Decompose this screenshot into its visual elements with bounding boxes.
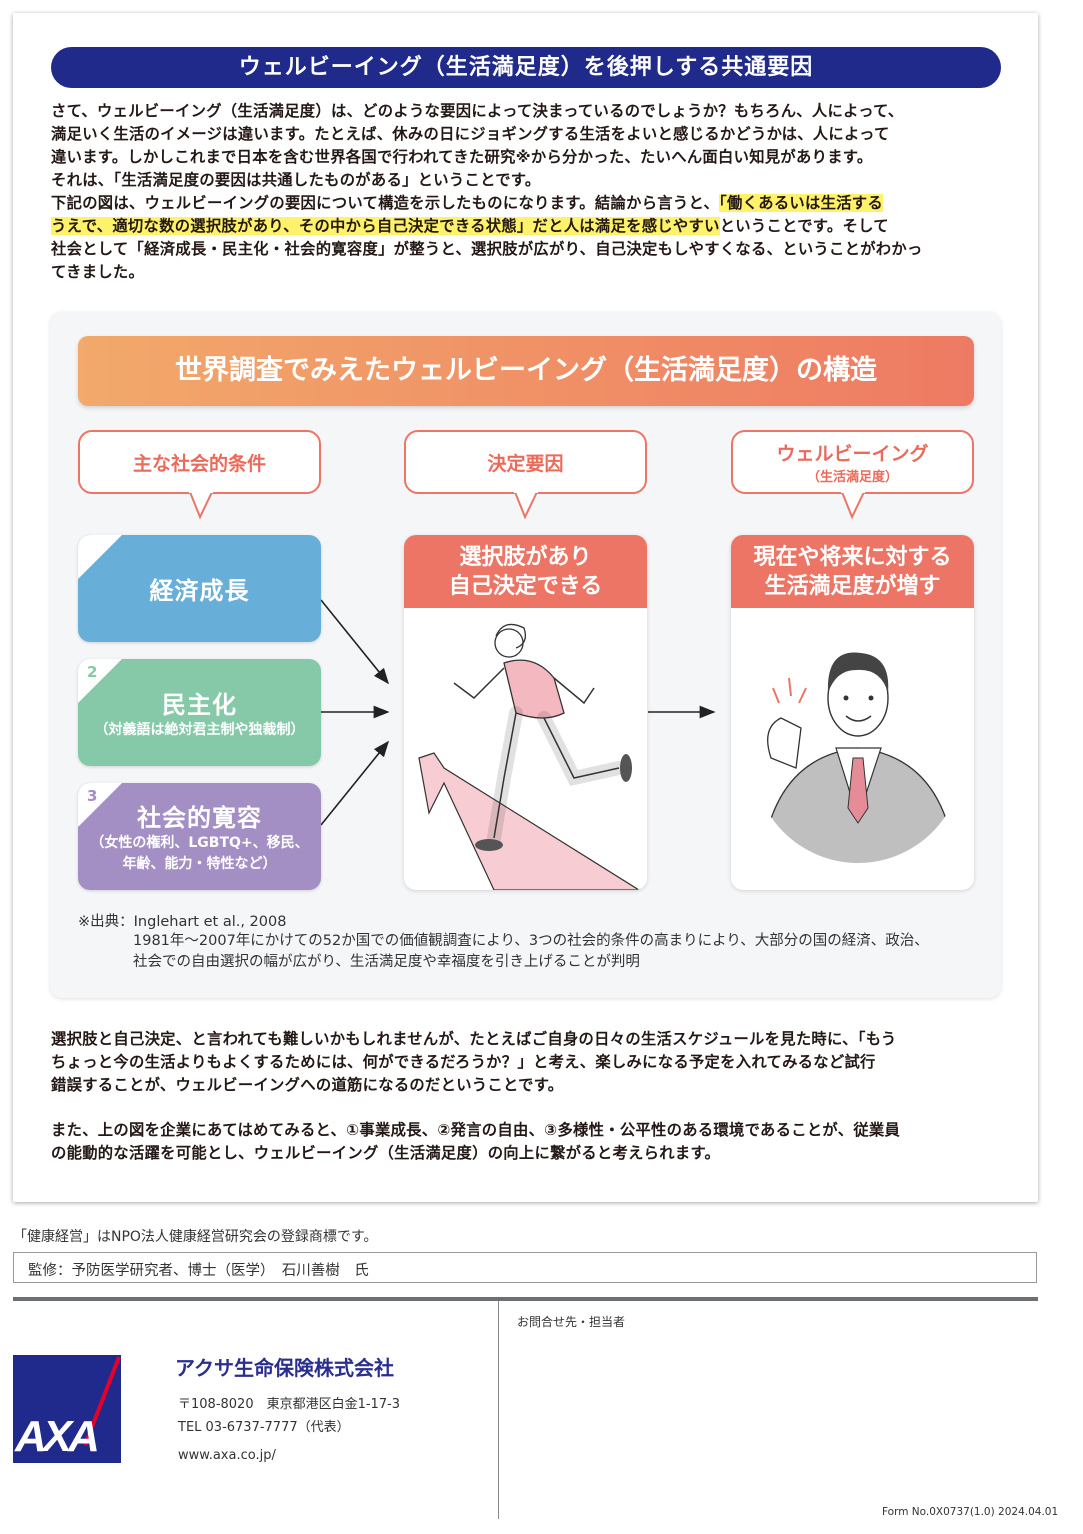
source-citation: ※出典：Inglehart et al., 2008: [78, 914, 287, 930]
result-card: 現在や将来に対する生活満足度が増す: [731, 535, 974, 890]
businessman-illustration: [753, 652, 963, 863]
running-woman-illustration: [418, 623, 641, 890]
bubble-tail: [189, 491, 213, 520]
condition-number: 1: [87, 539, 98, 557]
condition-title: 経済成長: [149, 577, 250, 605]
factor-card: 選択肢があり自己決定できる: [404, 535, 647, 890]
arrow: [320, 599, 390, 685]
bubble-sublabel: （生活満足度）: [806, 470, 898, 485]
intro-line: 下記の図は、ウェルビーイングの要因について構造を示したものになります。結論から言…: [51, 192, 1003, 215]
bubble-factor: 決定要因: [404, 430, 647, 494]
website-link[interactable]: www.axa.co.jp/: [178, 1448, 276, 1463]
section-title: ウェルビーイング（生活満足度）を後押しする共通要因: [51, 47, 1001, 88]
factor-header: 選択肢があり自己決定できる: [404, 535, 647, 608]
company-name: アクサ生命保険株式会社: [175, 1356, 394, 1380]
condition-subtitle: （対義語は絶対君主制や独裁制）: [94, 721, 305, 738]
diagram-banner: 世界調査でみえたウェルビーイング（生活満足度）の構造: [78, 336, 974, 406]
source-line: 社会での自由選択の幅が広がり、生活満足度や幸福度を引き上げることが判明: [133, 954, 640, 970]
bubble-tail: [841, 491, 865, 520]
source-notes: 1981年～2007年にかけての52か国での価値観調査により、3つの社会的条件の…: [133, 931, 929, 973]
bubble-label: ウェルビーイング: [776, 443, 929, 465]
arrow: [320, 740, 390, 826]
bubble-label: 主な社会的条件: [132, 452, 266, 475]
intro-line: 満足いく生活のイメージは違います。たとえば、休みの日にジョギングする生活をよいと…: [51, 125, 890, 143]
condition-title: 民主化: [162, 690, 237, 719]
condition-title: 社会的寛容: [137, 804, 262, 832]
diagram-connectors: [189, 491, 865, 826]
bubble-label: 決定要因: [487, 452, 564, 475]
supervisor-text: 監修：予防医学研究者、博士（医学） 石川善樹 氏: [28, 1263, 369, 1279]
condition-number: 2: [87, 663, 98, 681]
outro-line: の能動的な活躍を可能とし、ウェルビーイング（生活満足度）の向上に繋がると考えられ…: [51, 1144, 721, 1162]
footer-vertical-divider: [498, 1301, 499, 1519]
intro-line: 社会として「経済成長・民主化・社会的寛容度」が整うと、選択肢が広がり、自己決定も…: [51, 240, 923, 258]
condition-democratization: 2 民主化 （対義語は絶対君主制や独裁制）: [78, 659, 321, 766]
text: 下記の図は、ウェルビーイングの要因について構造を示したものになります。結論から言…: [51, 194, 720, 212]
address: 〒108-8020 東京都港区白金1-17-3: [178, 1397, 401, 1412]
trademark-note: 「健康経営」はNPO法人健康経営研究会の登録商標です。: [13, 1229, 378, 1245]
result-header: 現在や将来に対する生活満足度が増す: [731, 535, 974, 608]
svg-text:AXA: AXA: [14, 1412, 97, 1461]
outro-paragraph-1: 選択肢と自己決定、と言われても難しいかもしれませんが、たとえばご自身の日々の生活…: [51, 1028, 1003, 1097]
corner-tab: [78, 535, 122, 579]
intro-paragraph: さて、ウェルビーイング（生活満足度）は、どのような要因によって決まっているのでし…: [51, 100, 1003, 284]
intro-line: うえで、適切な数の選択肢があり、その中から自己決定できる状態」だと人は満足を感じ…: [51, 215, 1003, 238]
factor-line: 選択肢があり: [459, 545, 592, 570]
condition-subtitle: （女性の権利、LGBTQ+、移民、 年齢、能力・特性など）: [90, 835, 309, 872]
bubble-tail: [514, 491, 538, 520]
contact-label: お問合せ先・担当者: [517, 1315, 626, 1329]
highlight-text: うえで、適切な数の選択肢があり、その中から自己決定できる状態」だと人は満足を感じ…: [51, 217, 720, 235]
outro-line: また、上の図を企業にあてはめてみると、①事業成長、②発言の自由、③多様性・公平性…: [51, 1121, 901, 1139]
outro-line: 錯誤することが、ウェルビーイングへの道筋になるのだということです。: [51, 1076, 564, 1094]
corner-tab: [78, 783, 122, 827]
footer-divider: [13, 1297, 1038, 1301]
telephone: TEL 03-6737-7777（代表）: [178, 1420, 350, 1435]
form-number: Form No.0X0737(1.0) 2024.04.01: [882, 1506, 1059, 1518]
intro-line: それは、「生活満足度の要因は共通したものがある」ということです。: [51, 171, 541, 189]
corner-tab: [78, 659, 122, 703]
outro-line: ちょっと今の生活よりもよくするためには、何ができるだろうか？」と考え、楽しみにな…: [51, 1053, 876, 1071]
bubble-conditions: 主な社会的条件: [78, 430, 321, 494]
intro-line: てきました。: [51, 263, 145, 281]
outro-line: 選択肢と自己決定、と言われても難しいかもしれませんが、たとえばご自身の日々の生活…: [51, 1030, 897, 1048]
result-line: 生活満足度が増す: [764, 574, 941, 599]
condition-number: 3: [87, 787, 98, 805]
outro-paragraph-2: また、上の図を企業にあてはめてみると、①事業成長、②発言の自由、③多様性・公平性…: [51, 1119, 1003, 1165]
text: ということです。そして: [719, 217, 889, 235]
result-line: 現在や将来に対する: [753, 545, 952, 570]
intro-line: 違います。しかしこれまで日本を含む世界各国で行われてきた研究※から分かった、たい…: [51, 148, 873, 166]
highlight-text: 「働くあるいは生活する: [719, 194, 883, 212]
supervisor-box: 監修：予防医学研究者、博士（医学） 石川善樹 氏: [13, 1252, 1037, 1283]
source-line: 1981年～2007年にかけての52か国での価値観調査により、3つの社会的条件の…: [133, 933, 929, 949]
condition-economic-growth: 1 経済成長: [78, 535, 321, 642]
axa-logo: AXA: [13, 1355, 121, 1463]
intro-line: さて、ウェルビーイング（生活満足度）は、どのような要因によって決まっているのでし…: [51, 102, 904, 120]
factor-line: 自己決定できる: [448, 574, 603, 599]
condition-social-tolerance: 3 社会的寛容 （女性の権利、LGBTQ+、移民、 年齢、能力・特性など）: [78, 783, 321, 890]
